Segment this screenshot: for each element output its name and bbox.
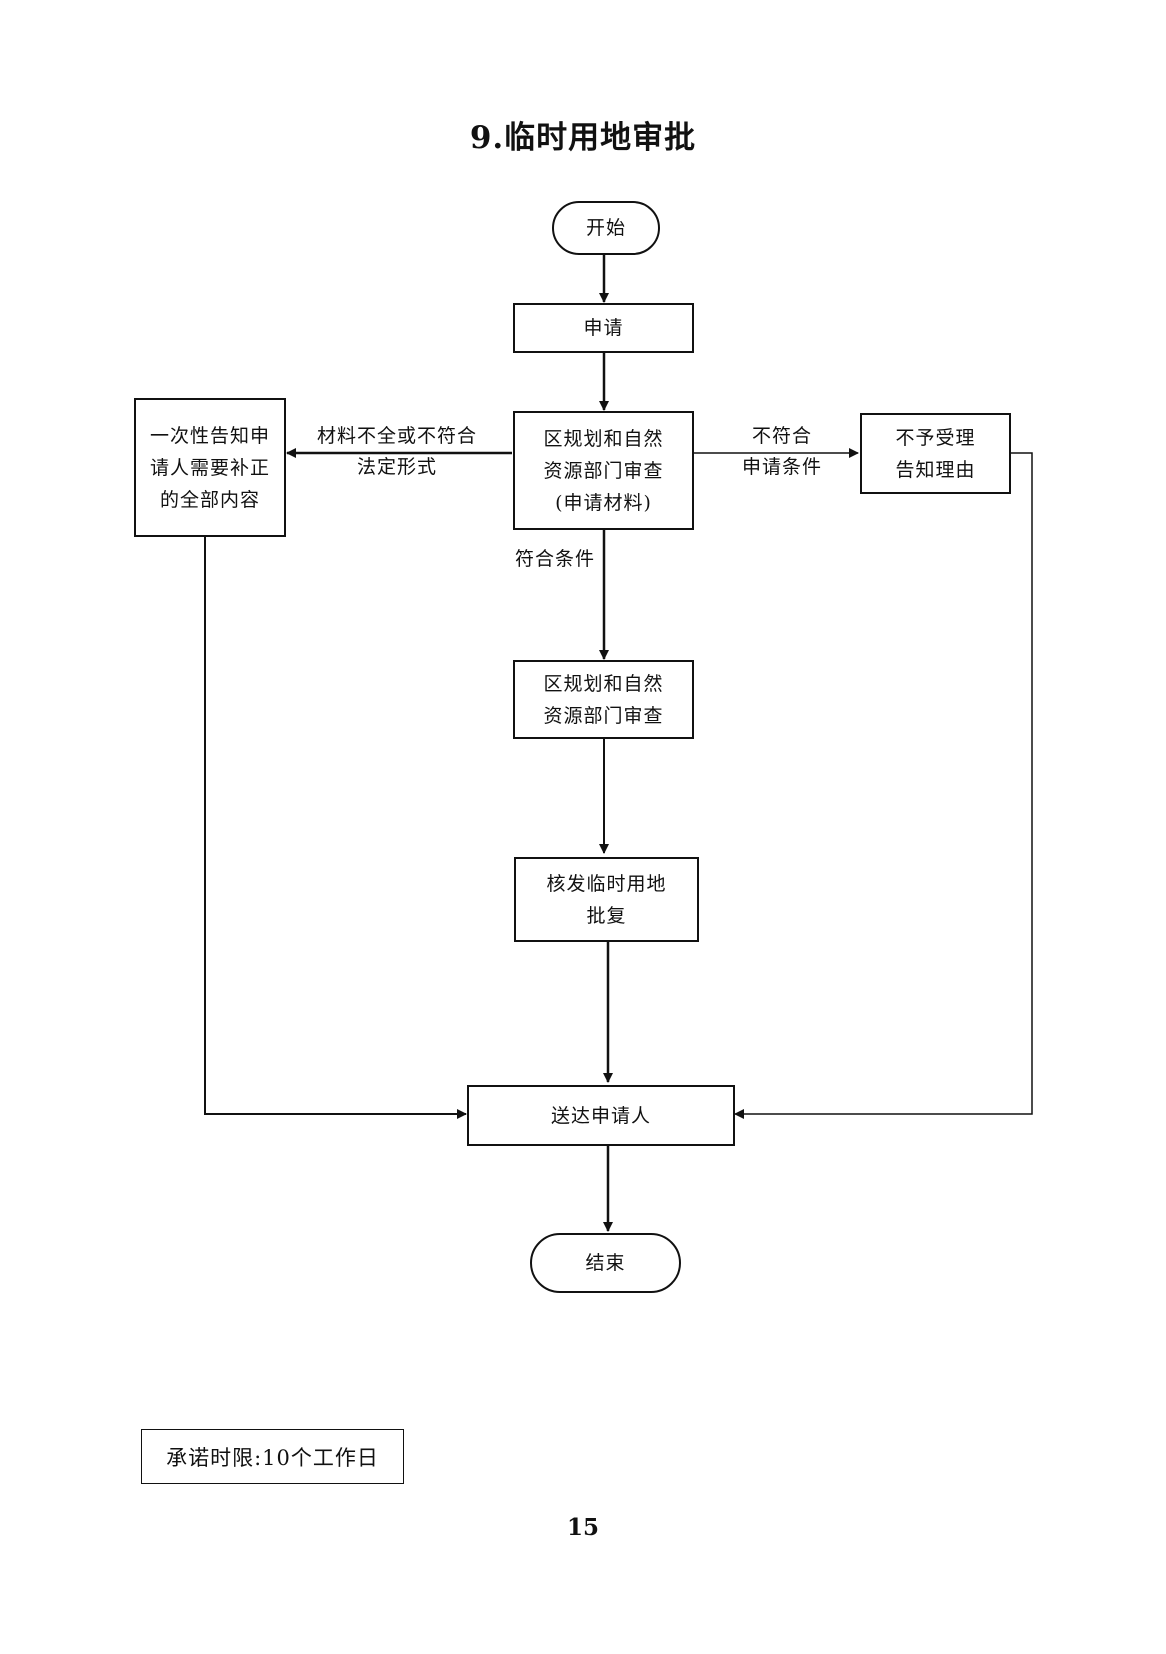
flow-node-apply: 申请 [513,303,694,353]
flow-node-deliver: 送达申请人 [467,1085,735,1146]
flow-node-issue: 核发临时用地 批复 [514,857,699,942]
time-limit-box: 承诺时限:10个工作日 [141,1429,404,1484]
edge-label-eligible: 符合条件 [514,548,595,570]
arrow-reject-to-deliver [734,452,1033,1119]
page-number: 15 [566,1514,599,1541]
flow-node-review: 区规划和自然 资源部门审查 [513,660,694,739]
edge-label-not-eligible: 不符合 申请条件 [741,425,822,478]
flow-node-review-materials: 区规划和自然 资源部门审查 (申请材料) [513,411,694,530]
page-title: 9.临时用地审批 [469,120,697,156]
flow-node-notify-supplement: 一次性告知申 请人需要补正 的全部内容 [134,398,286,537]
flow-node-reject: 不予受理 告知理由 [860,413,1011,494]
arrow-notify-to-deliver [204,537,467,1119]
flow-node-end: 结束 [530,1233,681,1293]
edge-label-incomplete: 材料不全或不符合 法定形式 [316,425,477,478]
flow-node-start: 开始 [552,201,660,255]
